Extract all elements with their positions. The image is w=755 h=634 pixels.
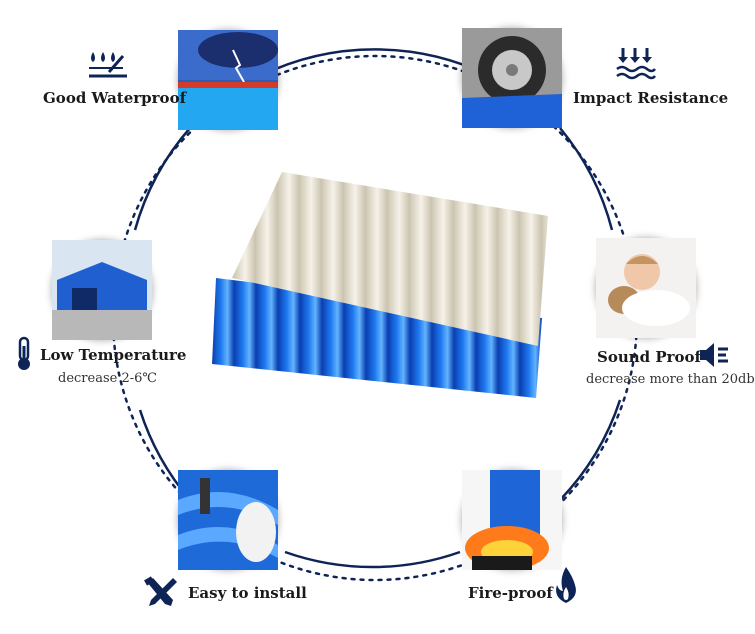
fire-proof-photo (462, 470, 562, 570)
sound-proof-photo (596, 238, 696, 338)
install-label: Easy to install (188, 584, 307, 602)
sound-proof-sub: decrease more than 20db (586, 372, 755, 387)
roof-sheet-image (212, 172, 548, 398)
waterproof-photo (178, 30, 278, 130)
impact-arrows-icon (616, 48, 656, 80)
fire-proof-label: Fire-proof (468, 584, 553, 602)
tools-icon (144, 576, 177, 606)
low-temperature-photo (52, 240, 152, 340)
impact-photo (462, 28, 562, 128)
speaker-icon (700, 343, 728, 367)
waterproof-label: Good Waterproof (43, 89, 187, 107)
thermometer-icon (18, 336, 30, 370)
sound-proof-label: Sound Proof (597, 348, 702, 366)
install-photo (178, 470, 278, 570)
low-temperature-sub: decrease 2-6℃ (58, 371, 157, 386)
impact-label: Impact Resistance (573, 89, 729, 107)
low-temperature-label: Low Temperature (40, 346, 187, 364)
water-drops-icon (89, 52, 127, 78)
flame-icon (556, 567, 576, 603)
